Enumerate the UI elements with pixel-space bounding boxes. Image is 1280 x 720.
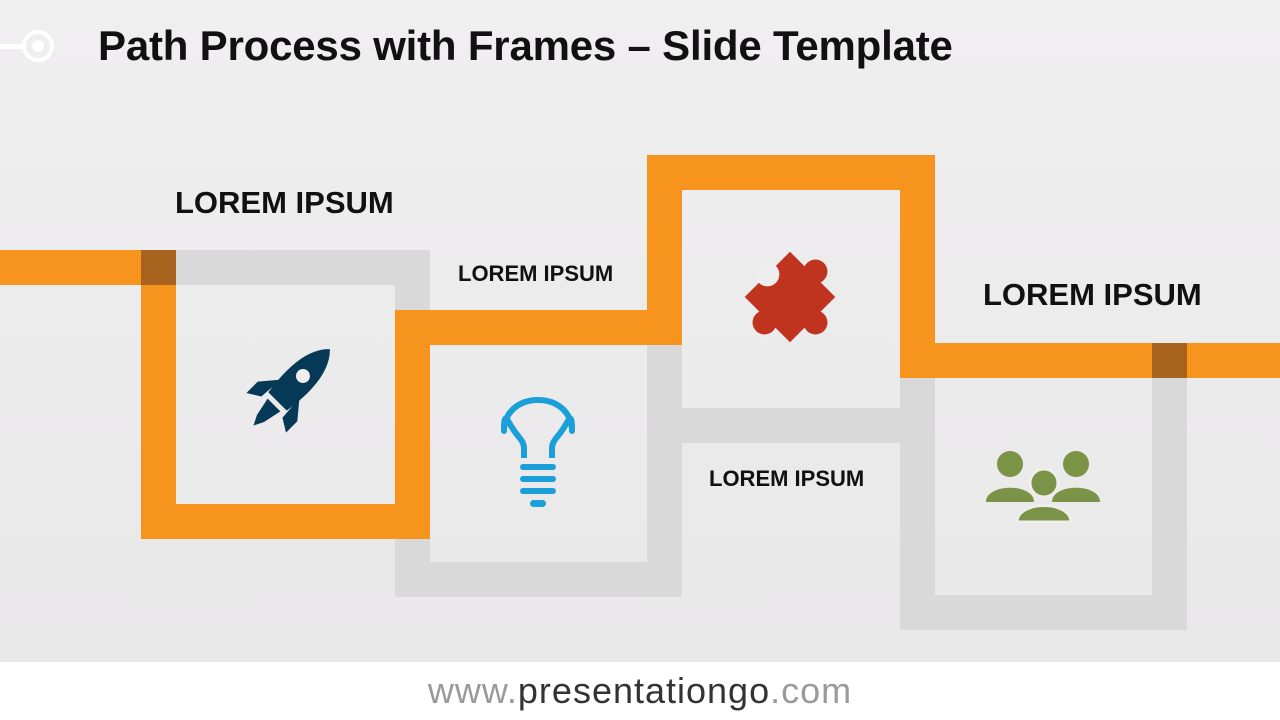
step-2-label: LOREM IPSUM [458, 261, 614, 286]
step-4-label: LOREM IPSUM [709, 466, 865, 491]
rocket-icon [246, 349, 330, 433]
lightbulb-icon [501, 397, 575, 507]
path-process-diagram [0, 155, 1280, 630]
footer-url-domain: presentationgo [517, 670, 771, 711]
orange-path [0, 155, 1280, 539]
footer: www.presentationgo.com [0, 662, 1280, 720]
frame-4 [900, 343, 1187, 630]
step-1-label: LOREM IPSUM [175, 185, 394, 220]
footer-url-prefix: www. [427, 670, 518, 711]
slide-canvas: Path Process with Frames – Slide Templat… [0, 0, 1280, 662]
slide-title: Path Process with Frames – Slide Templat… [98, 22, 953, 69]
step-3-label: LOREM IPSUM [983, 277, 1202, 312]
key-icon [0, 30, 54, 62]
footer-url-suffix: .com [770, 670, 853, 711]
frame-2 [395, 310, 682, 597]
path-junction-right [1152, 343, 1187, 378]
puzzle-icon [744, 251, 836, 343]
footer-website-link[interactable]: www.presentationgo.com [0, 670, 1280, 712]
people-group-icon [986, 451, 1100, 524]
path-junction-left [141, 250, 176, 285]
